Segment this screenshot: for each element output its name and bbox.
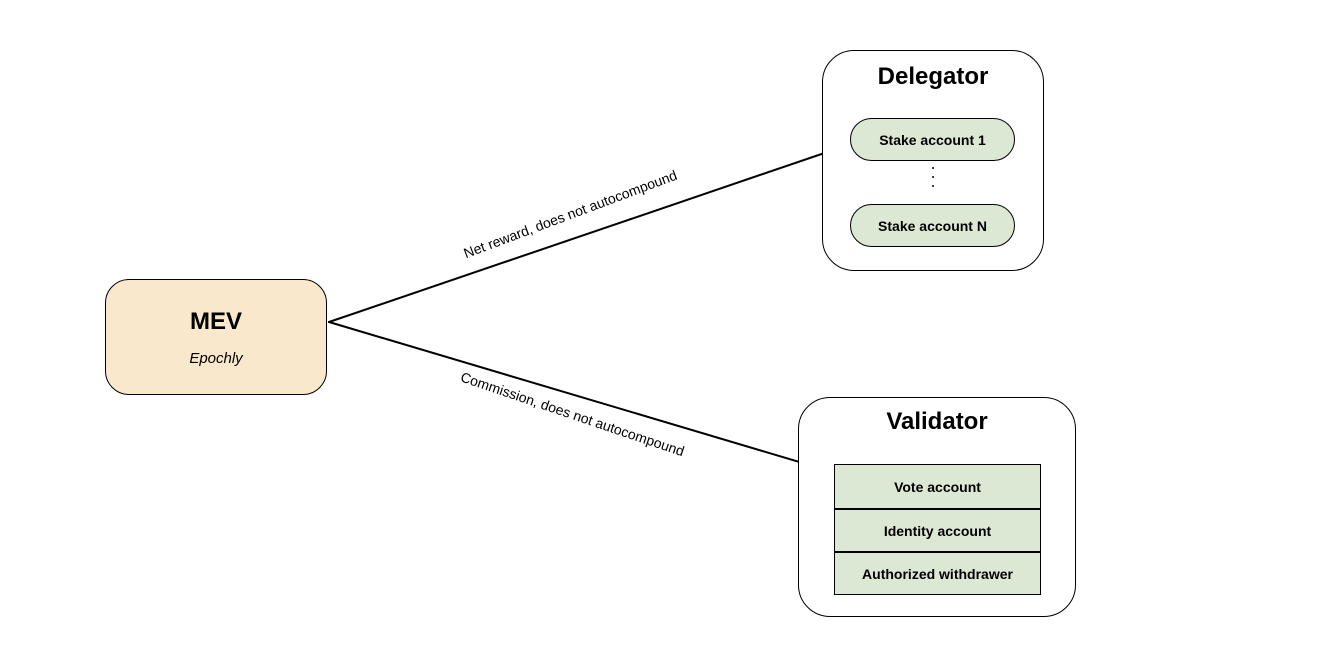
stake-account-first: Stake account 1 [850, 118, 1015, 161]
edge-label-net-reward: Net reward, does not autocompound [461, 166, 680, 262]
validator-title: Validator [886, 408, 988, 435]
validator-group: Validator Vote account Identity account … [798, 397, 1076, 617]
authorized-withdrawer: Authorized withdrawer [835, 551, 1040, 594]
mev-node: MEV Epochly [105, 279, 327, 395]
identity-account: Identity account [835, 508, 1040, 551]
delegator-group: Delegator Stake account 1 Stake account … [822, 50, 1044, 271]
stake-account-last: Stake account N [850, 204, 1015, 247]
edge-mev-to-validator [328, 321, 834, 473]
edge-mev-to-delegator [328, 144, 849, 323]
vote-account: Vote account [835, 465, 1040, 508]
delegator-title: Delegator [877, 63, 989, 90]
mev-subtitle: Epochly [189, 349, 243, 367]
edge-label-commission: Commission, does not autocompound [458, 368, 687, 460]
ellipsis-dots [931, 167, 935, 187]
validator-accounts: Vote account Identity account Authorized… [834, 464, 1041, 595]
mev-title: MEV [189, 307, 242, 335]
